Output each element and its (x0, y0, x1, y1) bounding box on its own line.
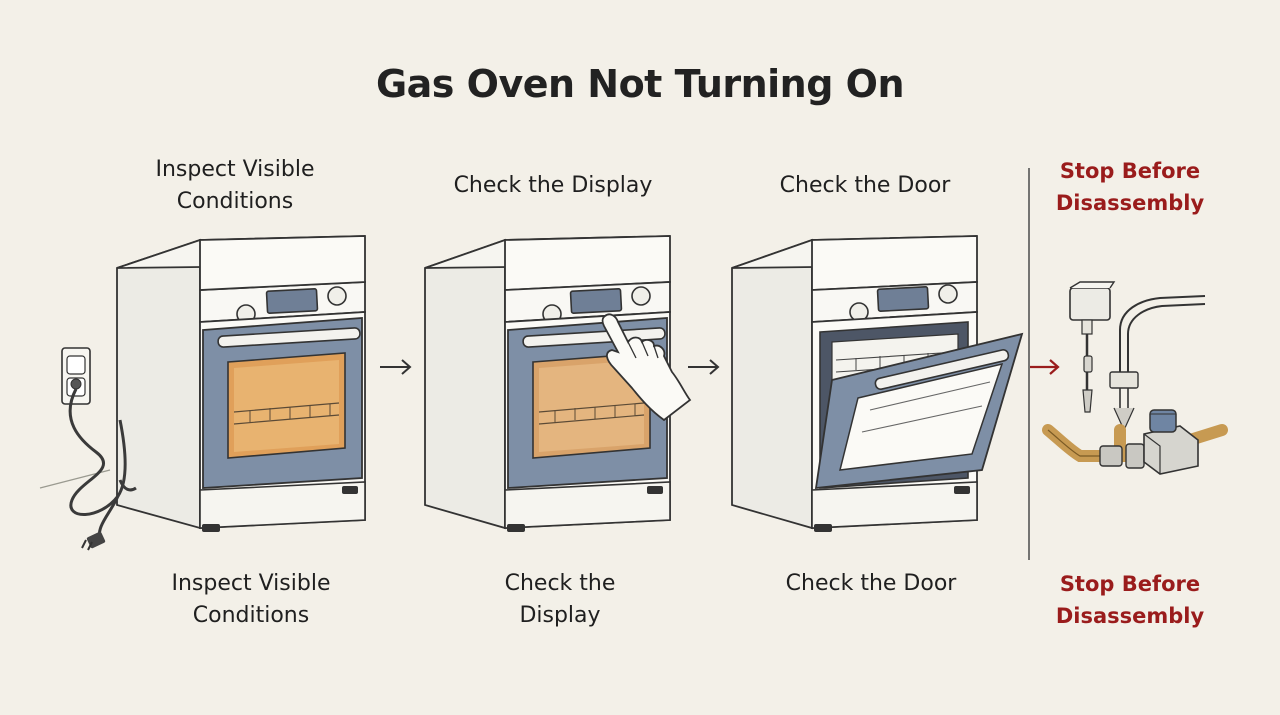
arrow-right-icon (688, 359, 720, 375)
wall-outlet-icon (61, 347, 91, 405)
arrow-right-icon (1030, 359, 1060, 375)
step1-bottom-label: Inspect Visible Conditions (171, 571, 331, 628)
step1-oven (39, 235, 366, 532)
step1-top-label: Inspect Visible Conditions (155, 157, 315, 214)
step4-bottom-label: Stop Before Disassembly (1055, 572, 1205, 628)
hand-icon (601, 313, 692, 422)
gas-valve-icon (1042, 295, 1228, 475)
step3-top-label: Check the Door (779, 173, 951, 198)
step2-top-label: Check the Display (453, 173, 653, 198)
arrow-right-icon (380, 359, 412, 375)
step4-top-label: Stop Before Disassembly (1055, 159, 1205, 215)
step3-oven (731, 235, 1024, 532)
diagram-title: Gas Oven Not Turning On (375, 62, 905, 106)
step3-bottom-label: Check the Door (785, 571, 957, 596)
step2-bottom-label: Check the Display (504, 571, 616, 628)
igniter-icon (1069, 281, 1116, 413)
power-cord-icon (68, 388, 137, 551)
